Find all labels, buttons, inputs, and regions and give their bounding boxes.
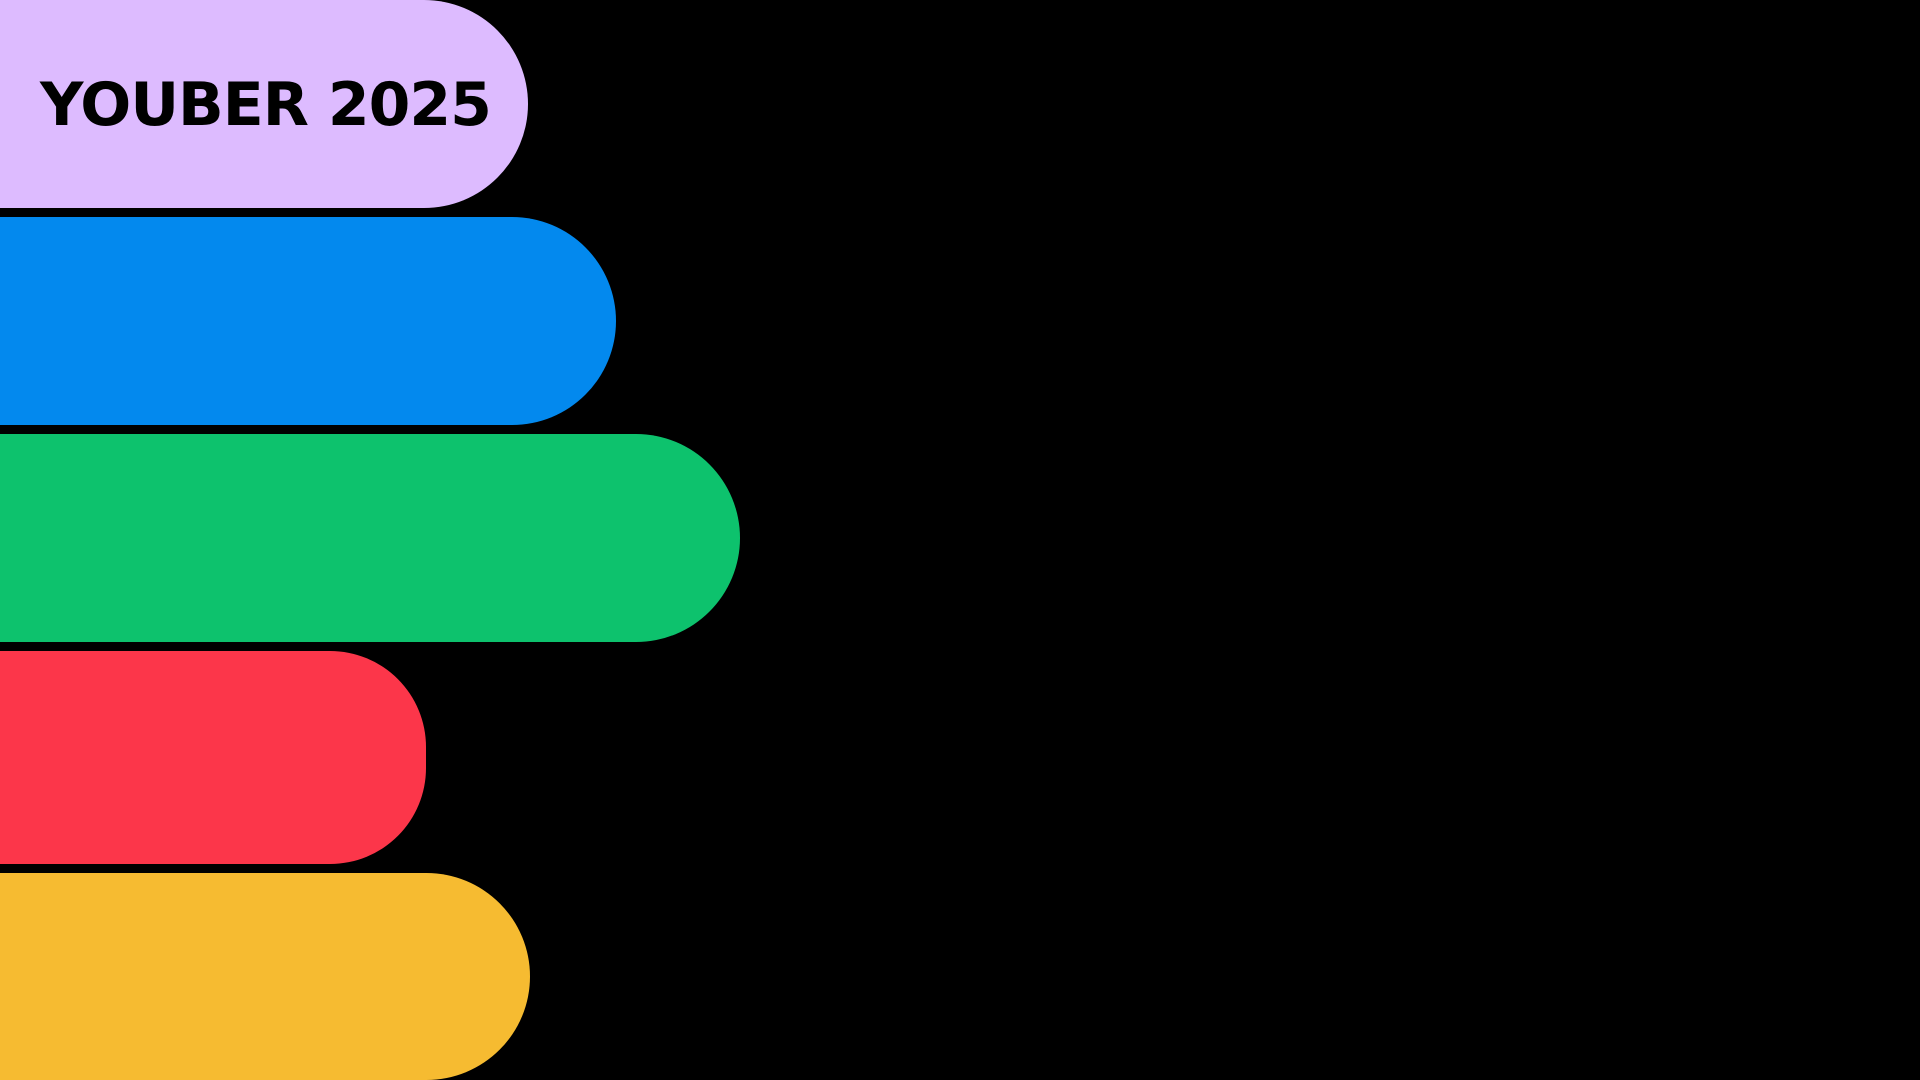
red-stripe xyxy=(0,651,426,864)
yellow-stripe xyxy=(0,873,530,1080)
blue-stripe xyxy=(0,217,616,425)
brand-title: YOUBER 2025 xyxy=(40,70,492,140)
green-stripe xyxy=(0,434,740,642)
lavender-stripe xyxy=(0,0,528,208)
